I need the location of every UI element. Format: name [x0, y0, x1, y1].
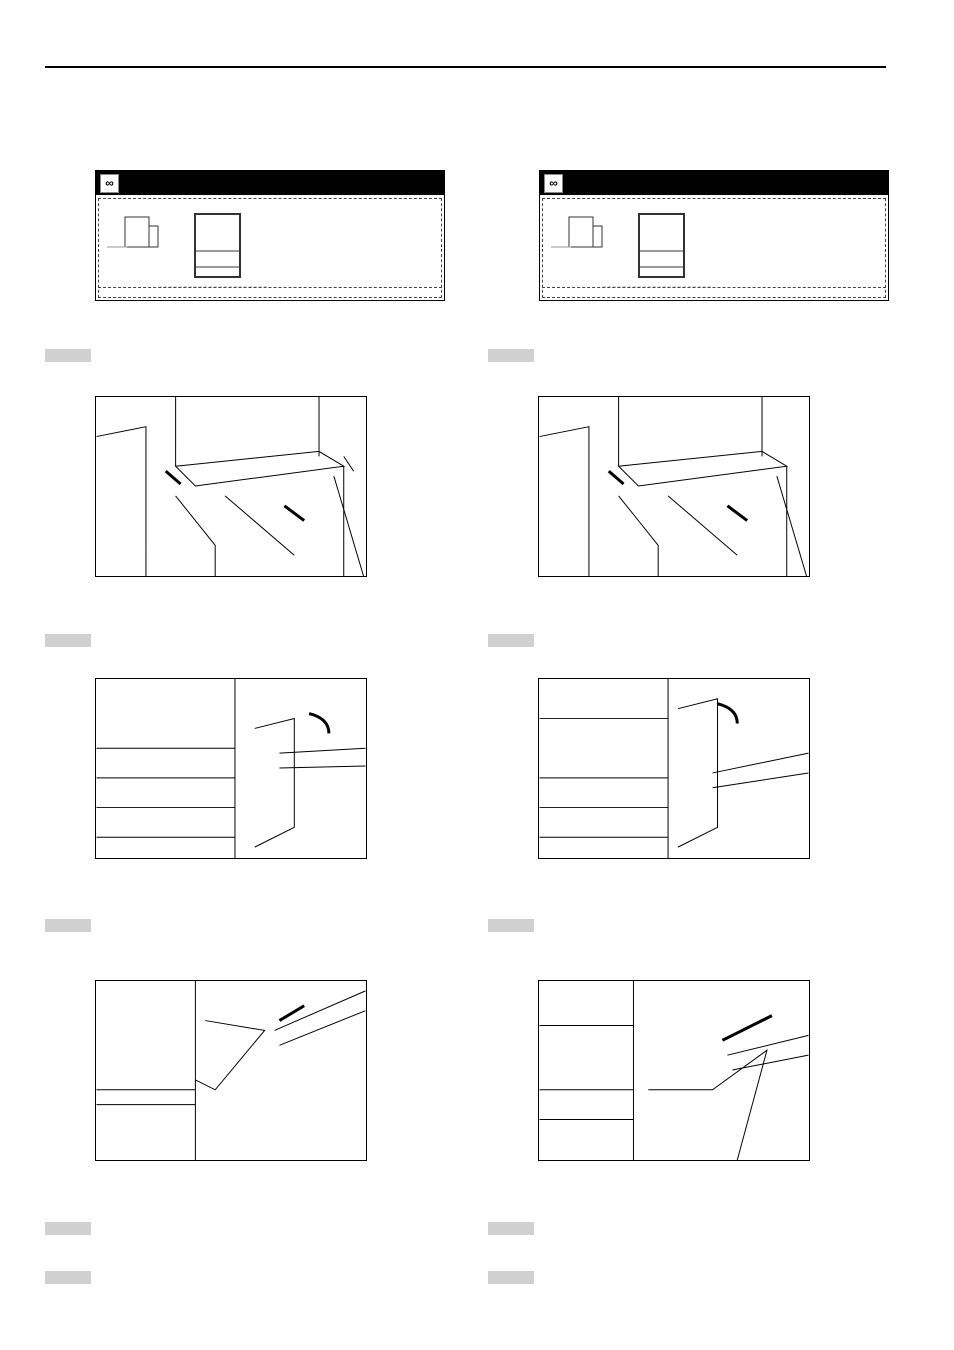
step-marker-3: [488, 919, 534, 932]
illustration-open-left-cover: [538, 678, 810, 859]
copier-diagram: [551, 213, 713, 288]
paper-jam-icon: ∞: [100, 174, 119, 193]
step-marker-5: [45, 1271, 91, 1284]
illustration-remove-paper: [95, 980, 367, 1161]
operation-panel-display-left: ∞: [95, 170, 445, 301]
header-rule: [45, 66, 886, 68]
illustration-open-front-cover: [95, 396, 367, 577]
paper-jam-icon: ∞: [544, 174, 563, 193]
step-marker-4: [488, 1222, 534, 1235]
copier-diagram: [107, 213, 269, 288]
step-marker-5: [488, 1271, 534, 1284]
display-body: [98, 198, 442, 298]
step-marker-1: [488, 349, 534, 362]
display-footer-line: [542, 287, 886, 288]
step-marker-2: [45, 634, 91, 647]
step-marker-4: [45, 1222, 91, 1235]
step-marker-2: [488, 634, 534, 647]
illustration-open-front-cover: [538, 396, 810, 577]
step-marker-3: [45, 919, 91, 932]
illustration-remove-paper: [538, 980, 810, 1161]
step-marker-1: [45, 349, 91, 362]
illustration-open-left-cover: [95, 678, 367, 859]
display-body: [542, 198, 886, 298]
operation-panel-display-right: ∞: [539, 170, 889, 301]
display-footer-line: [98, 287, 442, 288]
display-header: ∞: [96, 171, 444, 195]
display-header: ∞: [540, 171, 888, 195]
